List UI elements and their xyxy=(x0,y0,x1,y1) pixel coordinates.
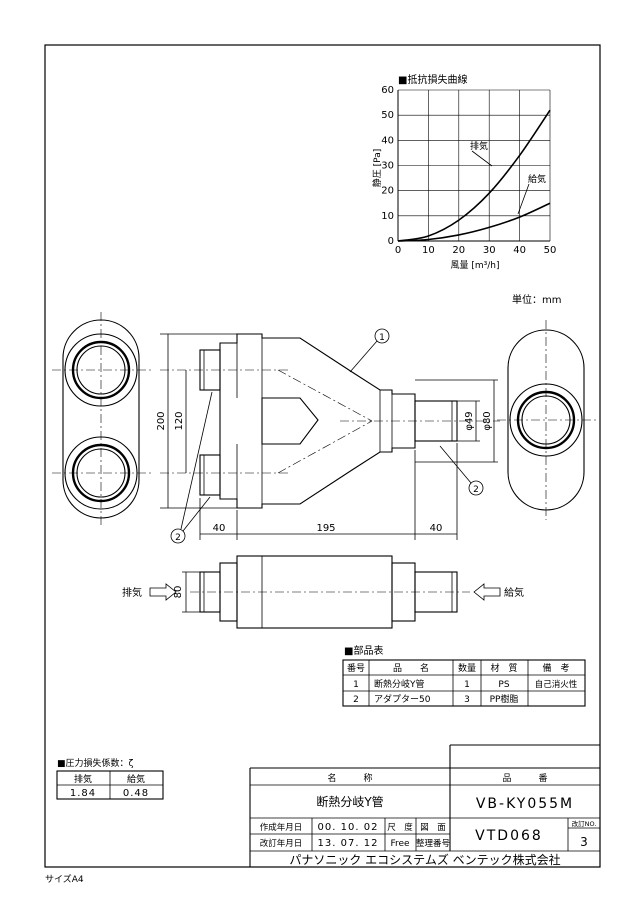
dim-80-side: 80 xyxy=(173,586,184,599)
dim-120: 120 xyxy=(174,411,185,430)
chart-series xyxy=(397,109,551,242)
parts-row1-qty: 1 xyxy=(464,680,470,690)
balloon-2-left: 2 xyxy=(175,533,181,543)
scale-label: 尺 度 xyxy=(387,822,413,833)
scale-value: Free xyxy=(390,839,410,849)
dim-195: 195 xyxy=(316,523,335,534)
parts-header-material: 材 質 xyxy=(490,662,517,674)
dim-200: 200 xyxy=(156,411,167,430)
revised-label: 改訂年月日 xyxy=(260,838,303,849)
company-name: パナソニック エコシステムズ ベンテック株式会社 xyxy=(289,852,560,867)
y-tick-label: 10 xyxy=(381,211,394,222)
title-block: 名 称 品 番 断熱分岐Y管 VB-KY055M 作成年月日 00. 10. 0… xyxy=(249,744,600,867)
parts-row1-material: PS xyxy=(498,680,509,690)
y-tick-label: 0 xyxy=(388,236,394,247)
supply-arrow-icon xyxy=(473,583,501,601)
drawing-number: VTD068 xyxy=(475,828,543,844)
chart-ylabel: 静圧 [Pa] xyxy=(371,149,383,187)
revision-number: 3 xyxy=(580,835,588,849)
dim-40-left: 40 xyxy=(213,523,226,534)
drawing-label: 図 面 xyxy=(420,823,446,833)
pressure-value-supply: 0.48 xyxy=(123,788,149,799)
management-label: 整理番号 xyxy=(416,838,450,849)
created-label: 作成年月日 xyxy=(260,822,303,833)
product-number: VB-KY055M xyxy=(476,796,574,812)
series-line-0 xyxy=(397,109,551,242)
revision-label: 改訂NO. xyxy=(572,819,597,828)
title-name-header: 名 称 xyxy=(327,772,372,784)
dimension-lines: 200 120 40 195 40 φ49 φ80 xyxy=(156,333,498,540)
y-tick-label: 50 xyxy=(381,110,394,121)
x-tick-label: 0 xyxy=(395,245,401,256)
product-name: 断熱分岐Y管 xyxy=(316,794,383,809)
dim-40-right: 40 xyxy=(430,523,443,534)
right-end-view xyxy=(497,320,596,520)
x-tick-label: 10 xyxy=(422,245,435,256)
chart-grid xyxy=(397,89,551,242)
parts-row2-qty: 3 xyxy=(464,695,470,705)
y-pipe-side-view: 80 排気 給気 xyxy=(122,555,524,629)
resistance-loss-chart: ■抵抗損失曲線 0 10 20 30 40 50 0 10 20 30 40 50 60 静圧 [Pa]… xyxy=(371,73,556,271)
parts-row1-note: 自己消火性 xyxy=(535,679,578,690)
parts-header-note: 備 考 xyxy=(542,662,569,674)
exhaust-label: 排気 xyxy=(122,586,142,599)
parts-header-no: 番号 xyxy=(347,662,365,674)
y-tick-label: 20 xyxy=(381,186,394,197)
series-label-exhaust: 排気 xyxy=(470,140,488,152)
y-tick-label: 40 xyxy=(381,135,394,146)
paper-size-label: サイズA4 xyxy=(45,873,84,885)
y-pipe-front-view xyxy=(160,333,500,509)
parts-table: ■部品表 番号 品 名 数量 材 質 備 考 1 断熱分岐Y管 1 PS 自己消… xyxy=(342,644,586,707)
pressure-header-exhaust: 排気 xyxy=(74,773,92,785)
series-line-1 xyxy=(397,202,551,242)
parts-row1-no: 1 xyxy=(353,680,359,690)
parts-row2-name: アダプター50 xyxy=(374,693,431,705)
revised-date: 13. 07. 12 xyxy=(318,838,379,849)
parts-header-qty: 数量 xyxy=(458,662,476,674)
balloon-1: 1 xyxy=(379,333,385,343)
parts-table-title: ■部品表 xyxy=(344,644,383,657)
pressure-loss-table: ■圧力損失係数：ζ 排気 給気 1.84 0.48 xyxy=(56,757,164,800)
x-tick-label: 20 xyxy=(452,245,465,256)
parts-row1-name: 断熱分岐Y管 xyxy=(374,678,425,690)
parts-row2-no: 2 xyxy=(353,695,359,705)
parts-row2-material: PP樹脂 xyxy=(490,693,519,705)
supply-label: 給気 xyxy=(504,586,524,599)
chart-title: ■抵抗損失曲線 xyxy=(398,73,467,86)
chart-ticks: 0 10 20 30 40 50 0 10 20 30 40 50 60 xyxy=(381,85,556,256)
dim-phi49: φ49 xyxy=(464,411,475,430)
part-balloons: 1 2 2 xyxy=(170,328,484,544)
unit-label: 単位：mm xyxy=(512,293,561,306)
title-number-header: 品 番 xyxy=(502,772,547,784)
y-tick-label: 30 xyxy=(381,161,394,172)
left-end-view xyxy=(52,312,152,528)
leader-exhaust xyxy=(471,150,493,167)
leader-supply xyxy=(517,183,530,215)
pressure-table-title: ■圧力損失係数：ζ xyxy=(57,757,134,769)
exhaust-arrow-icon xyxy=(149,583,177,601)
balloon-2-right: 2 xyxy=(473,485,479,495)
x-tick-label: 30 xyxy=(483,245,496,256)
parts-header-name: 品 名 xyxy=(393,662,429,674)
pressure-header-supply: 給気 xyxy=(127,773,145,785)
pressure-value-exhaust: 1.84 xyxy=(70,788,96,799)
sheet-border xyxy=(44,44,601,868)
series-label-supply: 給気 xyxy=(528,173,546,185)
x-tick-label: 50 xyxy=(544,245,557,256)
dim-phi80: φ80 xyxy=(482,411,493,430)
x-tick-label: 40 xyxy=(513,245,526,256)
created-date: 00. 10. 02 xyxy=(318,822,379,833)
chart-xlabel: 風量 [m³/h] xyxy=(451,260,500,271)
y-tick-label: 60 xyxy=(381,85,394,96)
